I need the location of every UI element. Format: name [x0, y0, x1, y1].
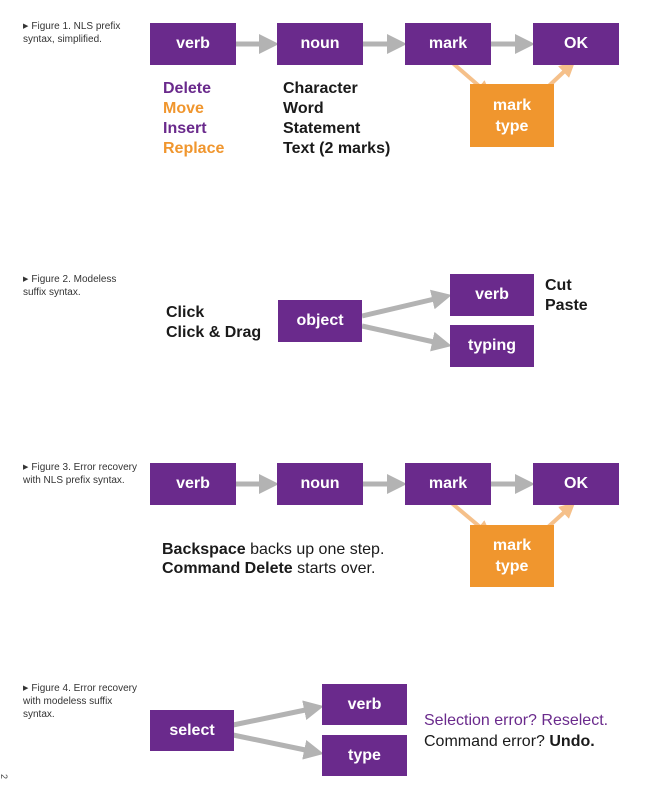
- arrow-object-verb: [361, 289, 452, 319]
- fig2-verb-box: verb: [450, 274, 534, 316]
- verb-insert: Insert: [163, 120, 207, 137]
- fig1-noun-list: Character Word Statement Text (2 marks): [283, 79, 390, 159]
- noun-statement: Statement: [283, 120, 361, 137]
- fig2-action-list: Click Click & Drag: [166, 303, 261, 343]
- command-delete-keyword: Command Delete: [162, 560, 293, 577]
- bullet-triangle-icon: ▶: [23, 23, 29, 30]
- verb-move: Move: [163, 100, 204, 117]
- fig2-object-box: object: [278, 300, 362, 342]
- figure-4-caption-text: Figure 4. Error recovery with modeless s…: [23, 683, 137, 720]
- page-number: 2: [0, 774, 9, 780]
- action-click-drag: Click & Drag: [166, 324, 262, 341]
- command-error-text: Command error?: [424, 733, 550, 750]
- bullet-triangle-icon: ▶: [23, 685, 29, 692]
- fig2-verb-examples: Cut Paste: [545, 276, 588, 316]
- fig1-verb-box: verb: [150, 23, 236, 65]
- fig3-verb-box: verb: [150, 463, 236, 505]
- figure-2-caption-text: Figure 2. Modeless suffix syntax.: [23, 274, 117, 298]
- fig4-verb-box: verb: [322, 684, 407, 725]
- fig1-mark-type-line1: mark: [492, 96, 532, 114]
- action-click: Click: [166, 304, 205, 321]
- fig3-backspace-line: Backspace backs up one step.: [162, 540, 384, 560]
- noun-word: Word: [283, 100, 324, 117]
- fig4-type-box: type: [322, 735, 407, 776]
- fig3-mark-type-box: mark type: [470, 525, 554, 587]
- arrow-select-verb: [232, 700, 324, 728]
- fig4-select-box: select: [150, 710, 234, 751]
- undo-keyword: Undo.: [549, 733, 595, 750]
- figure-3-caption-text: Figure 3. Error recovery with NLS prefix…: [23, 462, 137, 486]
- command-delete-description: starts over.: [292, 560, 376, 577]
- fig4-selection-error: Selection error? Reselect.: [424, 712, 609, 729]
- fig3-command-delete-line: Command Delete starts over.: [162, 559, 375, 579]
- figure-1-caption-text: Figure 1. NLS prefix syntax, simplified.: [23, 21, 121, 45]
- arrow-object-typing: [361, 323, 452, 352]
- bullet-triangle-icon: ▶: [23, 464, 29, 471]
- fig3-mark-type-line1: mark: [492, 537, 532, 554]
- fig1-ok-box: OK: [533, 23, 619, 65]
- figure-4-caption: ▶Figure 4. Error recovery with modeless …: [23, 682, 141, 721]
- fig3-mark-box: mark: [405, 463, 491, 505]
- verb-replace: Replace: [163, 140, 225, 157]
- figure-3-caption: ▶Figure 3. Error recovery with NLS prefi…: [23, 461, 141, 487]
- verb-delete: Delete: [163, 80, 212, 97]
- fig3-ok-box: OK: [533, 463, 619, 505]
- example-cut: Cut: [545, 277, 572, 294]
- figure-2-caption: ▶Figure 2. Modeless suffix syntax.: [23, 273, 141, 299]
- noun-character: Character: [283, 80, 358, 97]
- fig1-verb-list: Delete Move Insert Replace: [163, 79, 224, 159]
- fig1-mark-type-line2: type: [495, 117, 529, 135]
- noun-text: Text (2 marks): [283, 140, 391, 157]
- fig2-typing-box: typing: [450, 325, 534, 367]
- fig1-mark-type-box: mark type: [470, 84, 554, 147]
- backspace-description: backs up one step.: [245, 541, 385, 558]
- backspace-keyword: Backspace: [162, 541, 246, 558]
- bullet-triangle-icon: ▶: [23, 276, 29, 283]
- fig3-noun-box: noun: [277, 463, 363, 505]
- figure-1-caption: ▶Figure 1. NLS prefix syntax, simplified…: [23, 20, 141, 46]
- fig3-mark-type-line2: type: [495, 558, 529, 575]
- fig1-mark-box: mark: [405, 23, 491, 65]
- arrow-select-type: [232, 732, 324, 760]
- fig4-command-error: Command error? Undo.: [424, 732, 595, 752]
- fig1-noun-box: noun: [277, 23, 363, 65]
- example-paste: Paste: [545, 297, 588, 314]
